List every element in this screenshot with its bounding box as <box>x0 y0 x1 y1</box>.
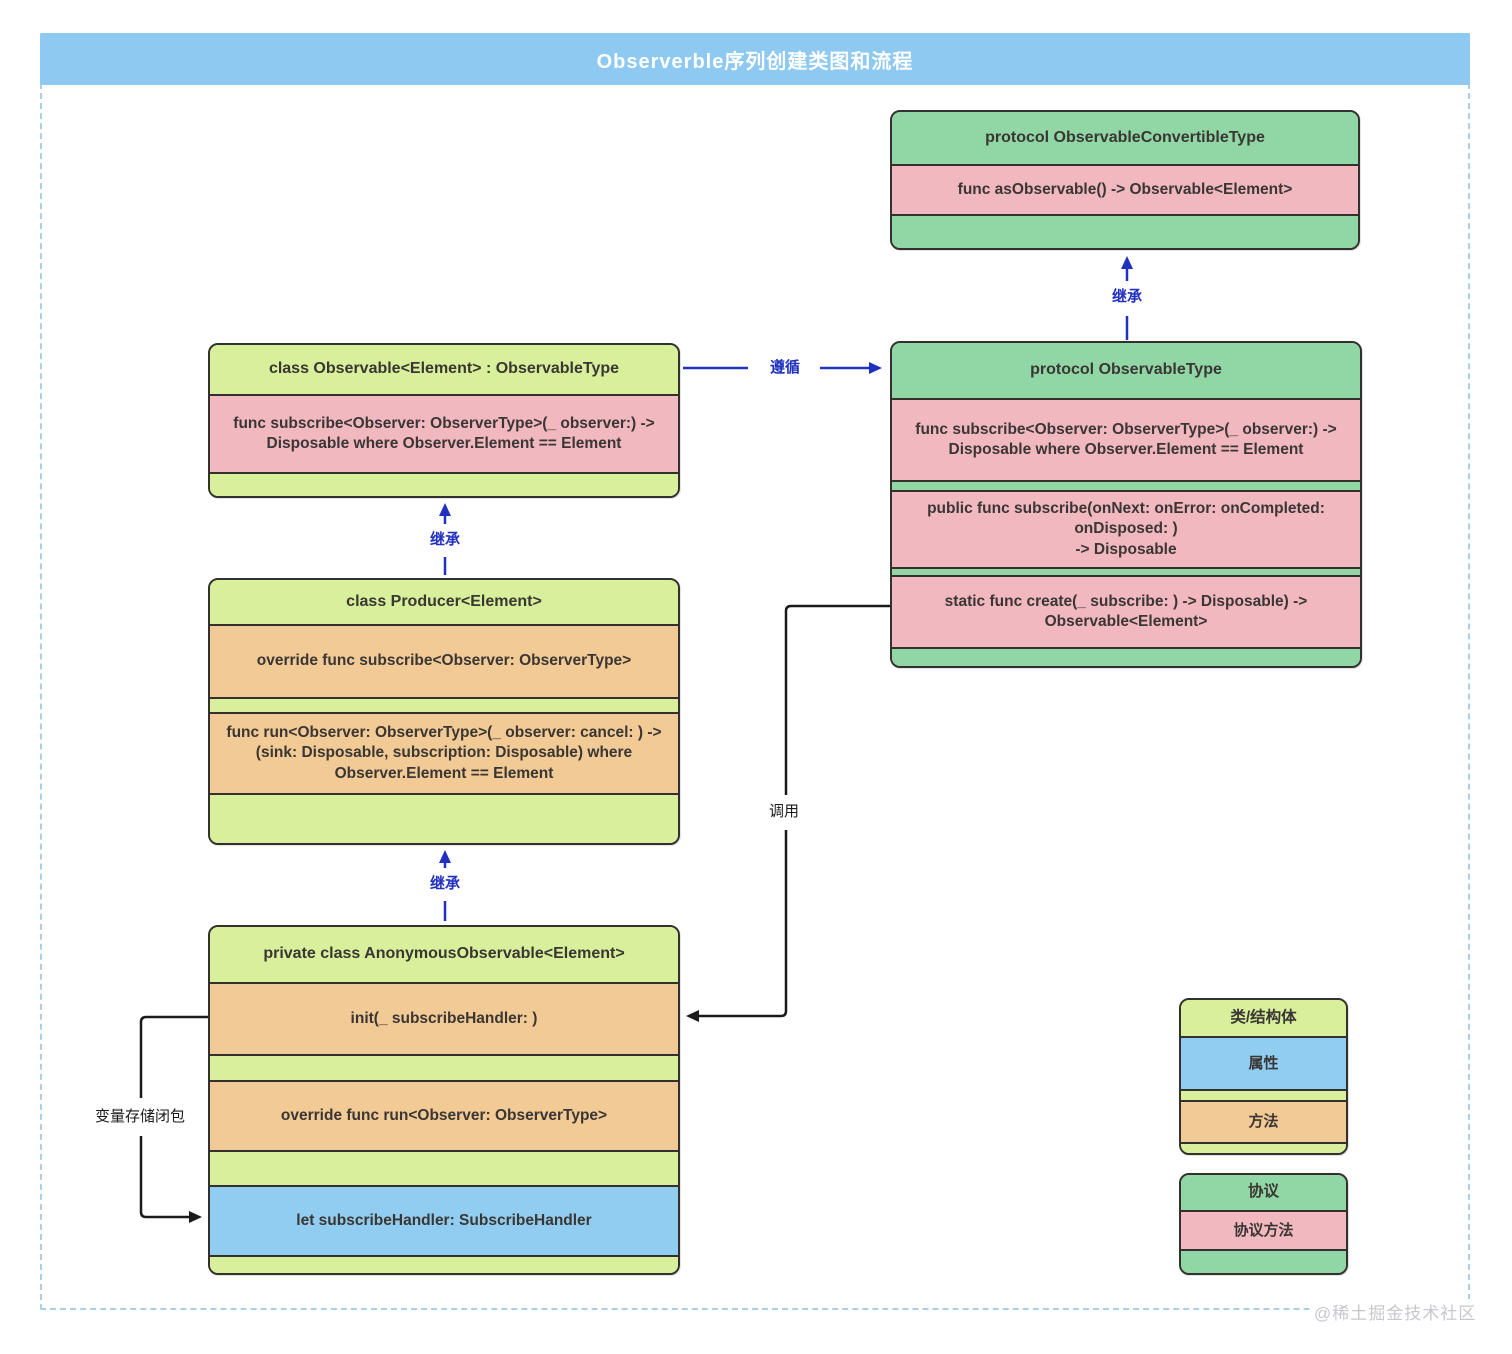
edge-label-call: 调用 <box>768 803 799 820</box>
spacer-row <box>210 1255 678 1273</box>
watermark: @稀土掘金技术社区 <box>1310 1299 1481 1324</box>
protocol-box-observable-convertible-type: protocol ObservableConvertibleType func … <box>890 110 1360 250</box>
spacer-row <box>210 793 678 843</box>
edge-label-inherit-right: 继承 <box>1111 288 1142 305</box>
legend-box-class-struct: 类/结构体 属性 方法 <box>1179 998 1348 1155</box>
method-row: override func subscribe<Observer: Observ… <box>210 624 678 697</box>
protocol-header: protocol ObservableType <box>892 343 1360 398</box>
edge-label-closure: 变量存储闭包 <box>94 1108 185 1125</box>
protocol-header: protocol ObservableConvertibleType <box>892 112 1358 164</box>
class-box-producer: class Producer<Element> override func su… <box>208 578 680 845</box>
spacer-row <box>210 697 678 712</box>
spacer-row <box>892 567 1360 575</box>
class-header: class Observable<Element> : ObservableTy… <box>210 345 678 394</box>
spacer-row <box>1181 1142 1346 1153</box>
legend-method-row: 方法 <box>1181 1100 1346 1142</box>
edge-label-inherit-top: 继承 <box>429 531 460 548</box>
spacer-row <box>1181 1249 1346 1273</box>
class-box-observable: class Observable<Element> : ObservableTy… <box>208 343 680 498</box>
class-header: private class AnonymousObservable<Elemen… <box>210 927 678 982</box>
method-row: override func run<Observer: ObserverType… <box>210 1080 678 1150</box>
class-box-anonymous-observable: private class AnonymousObservable<Elemen… <box>208 925 680 1275</box>
protocol-method-row: func subscribe<Observer: ObserverType>(_… <box>892 398 1360 480</box>
legend-header: 类/结构体 <box>1181 1000 1346 1036</box>
diagram-title: Observerble序列创建类图和流程 <box>596 50 914 73</box>
method-row: func run<Observer: ObserverType>(_ obser… <box>210 712 678 793</box>
edge-label-inherit-bottom: 继承 <box>429 875 460 892</box>
spacer-row <box>210 472 678 496</box>
spacer-row <box>210 1150 678 1185</box>
spacer-row <box>892 214 1358 248</box>
spacer-row <box>1181 1089 1346 1100</box>
method-row: func subscribe<Observer: ObserverType>(_… <box>210 394 678 472</box>
protocol-method-row: public func subscribe(onNext: onError: o… <box>892 490 1360 567</box>
diagram-title-bar: Observerble序列创建类图和流程 <box>40 33 1470 85</box>
protocol-box-observable-type: protocol ObservableType func subscribe<O… <box>890 341 1362 668</box>
legend-property-row: 属性 <box>1181 1036 1346 1089</box>
spacer-row <box>210 1054 678 1080</box>
protocol-method-row: func asObservable() -> Observable<Elemen… <box>892 164 1358 214</box>
method-row: init(_ subscribeHandler: ) <box>210 982 678 1054</box>
spacer-row <box>892 647 1360 666</box>
protocol-method-row: static func create(_ subscribe: ) -> Dis… <box>892 575 1360 647</box>
edge-label-conform: 遵循 <box>769 359 800 376</box>
legend-box-protocol: 协议 协议方法 <box>1179 1173 1348 1275</box>
legend-protocol-method-row: 协议方法 <box>1181 1210 1346 1249</box>
spacer-row <box>892 480 1360 490</box>
property-row: let subscribeHandler: SubscribeHandler <box>210 1185 678 1255</box>
class-header: class Producer<Element> <box>210 580 678 624</box>
legend-header: 协议 <box>1181 1175 1346 1210</box>
